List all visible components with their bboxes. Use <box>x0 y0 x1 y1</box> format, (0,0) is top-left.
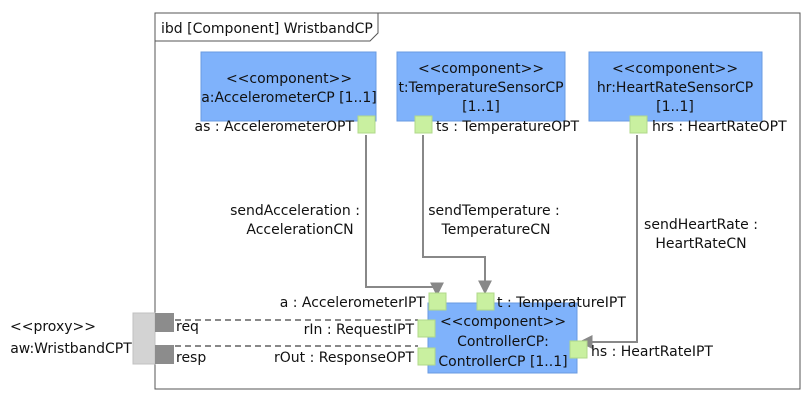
port-ts[interactable] <box>414 115 433 134</box>
port-hrs-label: hrs : HeartRateOPT <box>652 119 787 135</box>
block-temperature-stereotype: <<component>> <box>418 61 544 77</box>
connector-label-temperature-2: TemperatureCN <box>441 222 551 238</box>
block-heartrate-name-1: hr:HeartRateSensorCP <box>597 80 753 96</box>
port-as-label: as : AccelerometerOPT <box>195 119 355 135</box>
block-heartrate-sensor[interactable]: <<component>> hr:HeartRateSensorCP [1..1… <box>588 51 763 122</box>
proxy-port-resp[interactable] <box>155 345 174 364</box>
block-controller[interactable]: <<component>> ControllerCP: ControllerCP… <box>427 302 578 374</box>
port-rout[interactable] <box>417 347 436 366</box>
port-rout-label: rOut : ResponseOPT <box>274 350 414 366</box>
block-temperature-name-2: [1..1] <box>462 99 500 115</box>
connector-heartrate[interactable] <box>578 135 638 349</box>
block-controller-name-1: ControllerCP: <box>457 334 549 350</box>
port-as[interactable] <box>357 115 376 134</box>
connector-label-temperature-1: sendTemperature : <box>428 203 560 219</box>
connector-acceleration[interactable] <box>365 135 444 297</box>
proxy-wristband[interactable] <box>132 312 174 365</box>
port-t[interactable] <box>476 292 495 311</box>
port-hs[interactable] <box>569 340 588 359</box>
port-rin[interactable] <box>417 319 436 338</box>
proxy-req-label: req <box>176 319 199 335</box>
port-a-label: a : AccelerometerIPT <box>280 295 426 311</box>
block-temperature-sensor[interactable]: <<component>> t:TemperatureSensorCP [1..… <box>396 51 566 122</box>
port-hrs[interactable] <box>629 115 648 134</box>
connector-label-heartrate-1: sendHeartRate : <box>644 217 758 233</box>
connector-label-heartrate-2: HeartRateCN <box>655 236 746 252</box>
block-heartrate-name-2: [1..1] <box>656 99 694 115</box>
block-controller-stereotype: <<component>> <box>440 314 566 330</box>
proxy-name: aw:WristbandCPT <box>10 341 132 357</box>
block-accelerometer-stereotype: <<component>> <box>226 71 352 87</box>
block-heartrate-stereotype: <<component>> <box>612 61 738 77</box>
frame-title: ibd [Component] WristbandCP <box>161 21 373 37</box>
connector-temperature[interactable] <box>422 135 492 295</box>
port-hs-label: hs : HeartRateIPT <box>591 344 713 360</box>
proxy-stereotype: <<proxy>> <box>10 319 96 335</box>
block-accelerometer[interactable]: <<component>> a:AccelerometerCP [1..1] <box>200 51 377 122</box>
port-rin-label: rIn : RequestIPT <box>304 322 415 338</box>
block-accelerometer-name: a:AccelerometerCP [1..1] <box>201 90 377 106</box>
block-controller-name-2: ControllerCP [1..1] <box>438 354 567 370</box>
block-temperature-name-1: t:TemperatureSensorCP <box>398 80 563 96</box>
proxy-resp-label: resp <box>176 350 206 366</box>
connector-label-acceleration-2: AccelerationCN <box>246 222 353 238</box>
port-t-label: t : TemperatureIPT <box>497 295 626 311</box>
port-a[interactable] <box>428 292 447 311</box>
connector-label-acceleration-1: sendAcceleration : <box>230 203 360 219</box>
proxy-port-req[interactable] <box>155 313 174 332</box>
port-ts-label: ts : TemperatureOPT <box>436 119 580 135</box>
